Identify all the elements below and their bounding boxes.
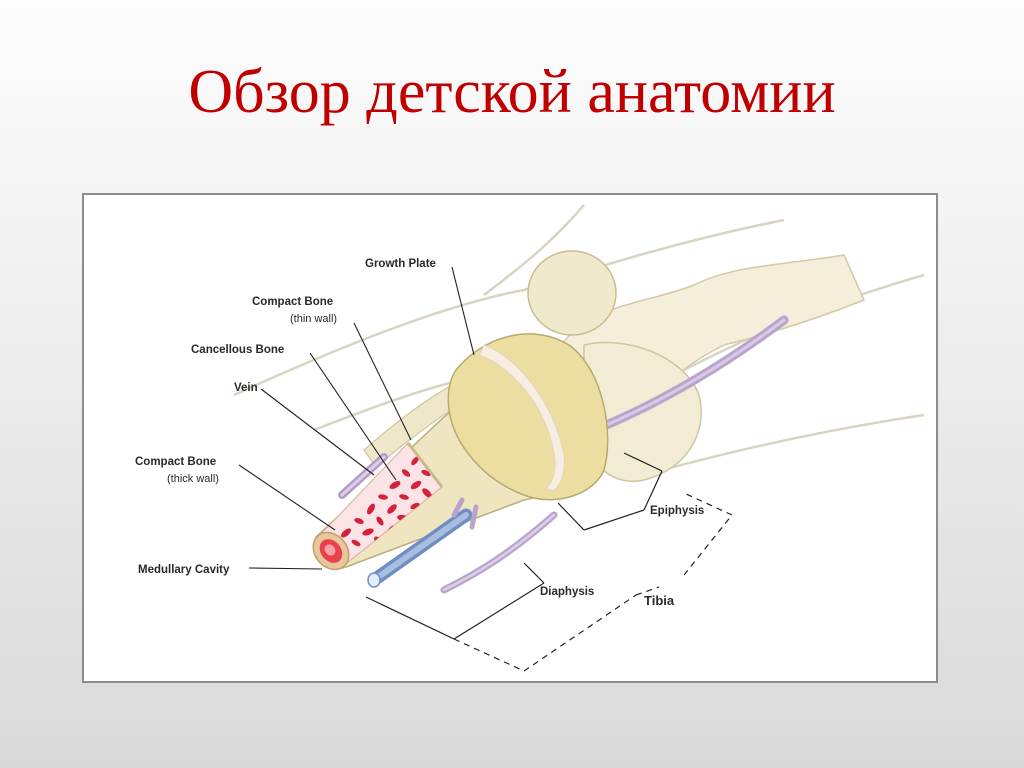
- label-growth-plate: Growth Plate: [365, 258, 436, 270]
- label-cancellous-bone: Cancellous Bone: [191, 344, 284, 356]
- small-vessels: [338, 453, 558, 594]
- patella-shape: [527, 250, 617, 336]
- label-vein: Vein: [234, 382, 258, 394]
- medullary-cavity-cap: [312, 531, 350, 571]
- growth-plate-band: [478, 344, 565, 492]
- label-diaphysis: Diaphysis: [540, 586, 594, 598]
- slide-title: Обзор детской анатомии: [188, 58, 836, 126]
- label-compact-bone-thin: Compact Bone: [252, 296, 333, 308]
- label-tibia: Tibia: [644, 593, 675, 608]
- label-epiphysis: Epiphysis: [650, 505, 704, 517]
- tibia-bracket: [453, 492, 733, 672]
- label-compact-bone-thin-note: (thin wall): [290, 313, 337, 325]
- epiphysis-bracket: [557, 452, 663, 531]
- diagram-frame: Growth Plate Compact Bone (thin wall) Ca…: [82, 193, 938, 683]
- label-compact-bone-thick: Compact Bone: [135, 456, 216, 468]
- tibia-anatomy-diagram: Growth Plate Compact Bone (thin wall) Ca…: [135, 204, 925, 672]
- vein-vessel: [367, 508, 473, 588]
- epiphysis-head: [447, 333, 609, 501]
- label-medullary-cavity: Medullary Cavity: [138, 564, 230, 576]
- leg-outline: [233, 204, 925, 477]
- label-leader-lines: [238, 266, 475, 570]
- label-compact-bone-thick-note: (thick wall): [167, 473, 219, 485]
- diaphysis-bracket: [365, 562, 545, 640]
